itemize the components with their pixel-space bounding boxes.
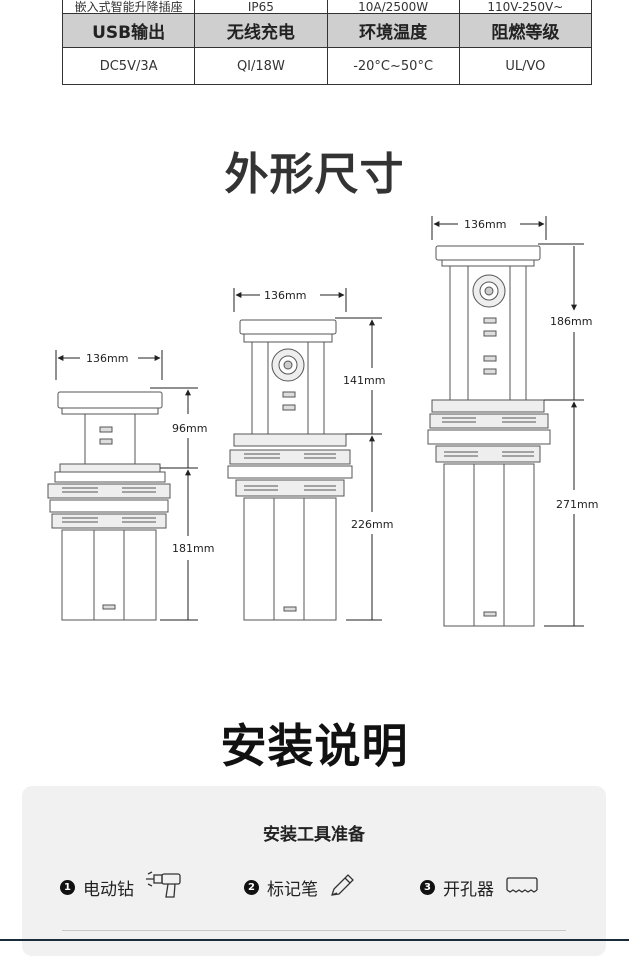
tool-number: 1 xyxy=(60,879,75,895)
spec-cell: IP65 xyxy=(194,0,328,14)
tool-label: 标记笔 xyxy=(267,879,318,900)
dimensions-title: 外形尺寸 xyxy=(224,149,405,200)
medium-lower-height-label: 226mm xyxy=(351,518,393,531)
spec-value-flame: UL/VO xyxy=(458,47,593,85)
spec-value-usb: DC5V/3A xyxy=(61,47,196,85)
spec-cell: 110V-250V~ xyxy=(458,0,593,14)
install-title: 安装说明 xyxy=(220,719,409,773)
large-width-label: 136mm xyxy=(464,218,506,231)
pen-icon xyxy=(328,871,358,903)
medium-width-label: 136mm xyxy=(264,289,306,302)
small-lower-height-label: 181mm xyxy=(172,542,214,555)
tool-item-drill: 1 电动钻 xyxy=(60,871,184,903)
page-bottom-border xyxy=(0,939,629,941)
tool-item-hole-saw: 3 开孔器 xyxy=(420,872,540,902)
tool-item-marker: 2 标记笔 xyxy=(244,872,358,902)
medium-socket-drawing xyxy=(227,319,353,621)
large-socket-drawing xyxy=(427,245,551,627)
medium-upper-height-label: 141mm xyxy=(343,374,385,387)
spec-header-temp: 环境温度 xyxy=(326,13,460,48)
tools-panel-title: 安装工具准备 xyxy=(263,825,365,845)
tool-number: 3 xyxy=(420,879,435,895)
tools-panel: 安装工具准备 1 电动钻 2 标记笔 3 开孔器 xyxy=(22,786,606,956)
spec-cell: 10A/2500W xyxy=(326,0,460,14)
spec-value-temp: -20°C~50°C xyxy=(326,47,460,85)
spec-header-usb: USB输出 xyxy=(61,13,196,48)
spec-cell: 嵌入式智能升降插座 xyxy=(61,0,196,14)
panel-divider xyxy=(62,930,566,931)
dimension-drawings: 136mm 96mm 181mm 136mm 141mm 226mm 136mm… xyxy=(47,216,598,627)
drill-icon xyxy=(144,871,184,903)
small-socket-drawing xyxy=(47,391,171,621)
large-lower-height-label: 271mm xyxy=(556,498,598,511)
tool-label: 开孔器 xyxy=(443,879,494,900)
spec-row-top: 嵌入式智能升降插座 IP65 10A/2500W 110V-250V~ xyxy=(61,0,593,14)
large-upper-height-label: 186mm xyxy=(550,315,592,328)
tool-label: 电动钻 xyxy=(83,879,134,900)
small-width-label: 136mm xyxy=(86,352,128,365)
spec-header-flame: 阻燃等级 xyxy=(458,13,593,48)
small-upper-height-label: 96mm xyxy=(172,422,207,435)
hole-saw-icon xyxy=(504,874,540,900)
tool-number: 2 xyxy=(244,879,259,895)
spec-header-row: USB输出 无线充电 环境温度 阻燃等级 xyxy=(61,13,593,48)
spec-value-row: DC5V/3A QI/18W -20°C~50°C UL/VO xyxy=(61,47,593,85)
spec-header-wireless: 无线充电 xyxy=(194,13,328,48)
spec-value-wireless: QI/18W xyxy=(194,47,328,85)
spec-table: 嵌入式智能升降插座 IP65 10A/2500W 110V-250V~ USB输… xyxy=(61,0,593,85)
